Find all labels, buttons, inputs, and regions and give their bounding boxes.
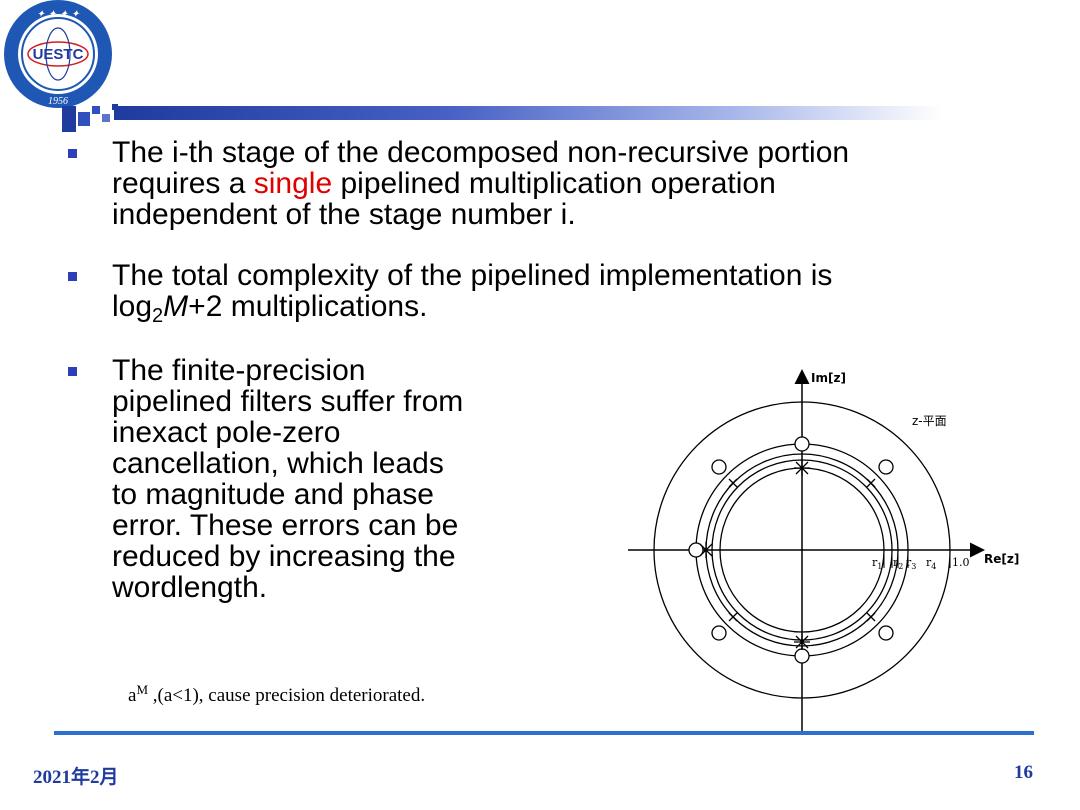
- bullet-3-line: reduced by increasing the: [112, 540, 456, 573]
- unit-circle: [653, 401, 951, 699]
- highlight-single: single: [253, 167, 333, 200]
- bullet-3-text: The finite-precision pipelined filters s…: [112, 355, 463, 603]
- bullet-2-text: The total complexity of the pipelined im…: [112, 259, 833, 327]
- pole-markers: [699, 460, 876, 650]
- bullet-3-line: The finite-precision: [112, 354, 366, 387]
- svg-text:r1: r1: [872, 556, 882, 571]
- uestc-logo: ✦ ✦ ✦ ✦ UESTC 1956: [4, 0, 112, 108]
- z-plane-figure: Im[z] Re[z] z-平面 r1 r2 r3 r4 1.0: [628, 369, 1019, 732]
- bullet-2-line-2: log2M+2 multiplications.: [112, 290, 428, 327]
- svg-text:1.0: 1.0: [952, 556, 970, 569]
- bullet-3-line: cancellation, which leads: [112, 447, 444, 480]
- bullet-3-line: to magnitude and phase: [112, 478, 434, 511]
- zero-markers: [688, 436, 894, 664]
- x-axis-label: Re[z]: [984, 552, 1019, 566]
- logo-year: 1956: [48, 96, 68, 107]
- bullet-2-line-1: The total complexity of the pipelined im…: [112, 259, 833, 292]
- footer-divider: [54, 731, 1034, 735]
- svg-text:r4: r4: [926, 556, 936, 571]
- svg-text:r2: r2: [893, 556, 903, 571]
- bullet-1-line-3: independent of the stage number i.: [112, 198, 576, 231]
- precision-note: aM ,(a<1), cause precision deteriorated.: [128, 682, 426, 706]
- bullet-marker: [68, 367, 77, 376]
- bullet-3-line: error. These errors can be: [112, 509, 459, 542]
- svg-text:r3: r3: [906, 556, 916, 571]
- page-number: 16: [1014, 762, 1033, 783]
- bullet-1-line-2: requires a single pipelined multiplicati…: [112, 167, 776, 200]
- radius-labels: r1 r2 r3 r4 1.0: [872, 556, 970, 571]
- title-bar-decoration: [62, 104, 942, 132]
- bullet-marker: [68, 149, 77, 158]
- bullet-1-line-1: The i-th stage of the decomposed non-rec…: [112, 136, 850, 169]
- bullet-3-line: wordlength.: [112, 571, 268, 604]
- footer-date: 2021年2月: [33, 767, 119, 788]
- bullet-1-text: The i-th stage of the decomposed non-rec…: [112, 137, 849, 230]
- bullet-3-line: pipelined filters suffer from: [112, 385, 464, 418]
- plane-label: z-平面: [912, 414, 947, 428]
- logo-text: UESTC: [33, 46, 84, 63]
- bullet-3-line: inexact pole-zero: [112, 416, 341, 449]
- y-axis-label: Im[z]: [811, 371, 846, 385]
- bullet-marker: [68, 272, 77, 281]
- svg-text:✦ ✦ ✦ ✦: ✦ ✦ ✦ ✦: [36, 9, 80, 20]
